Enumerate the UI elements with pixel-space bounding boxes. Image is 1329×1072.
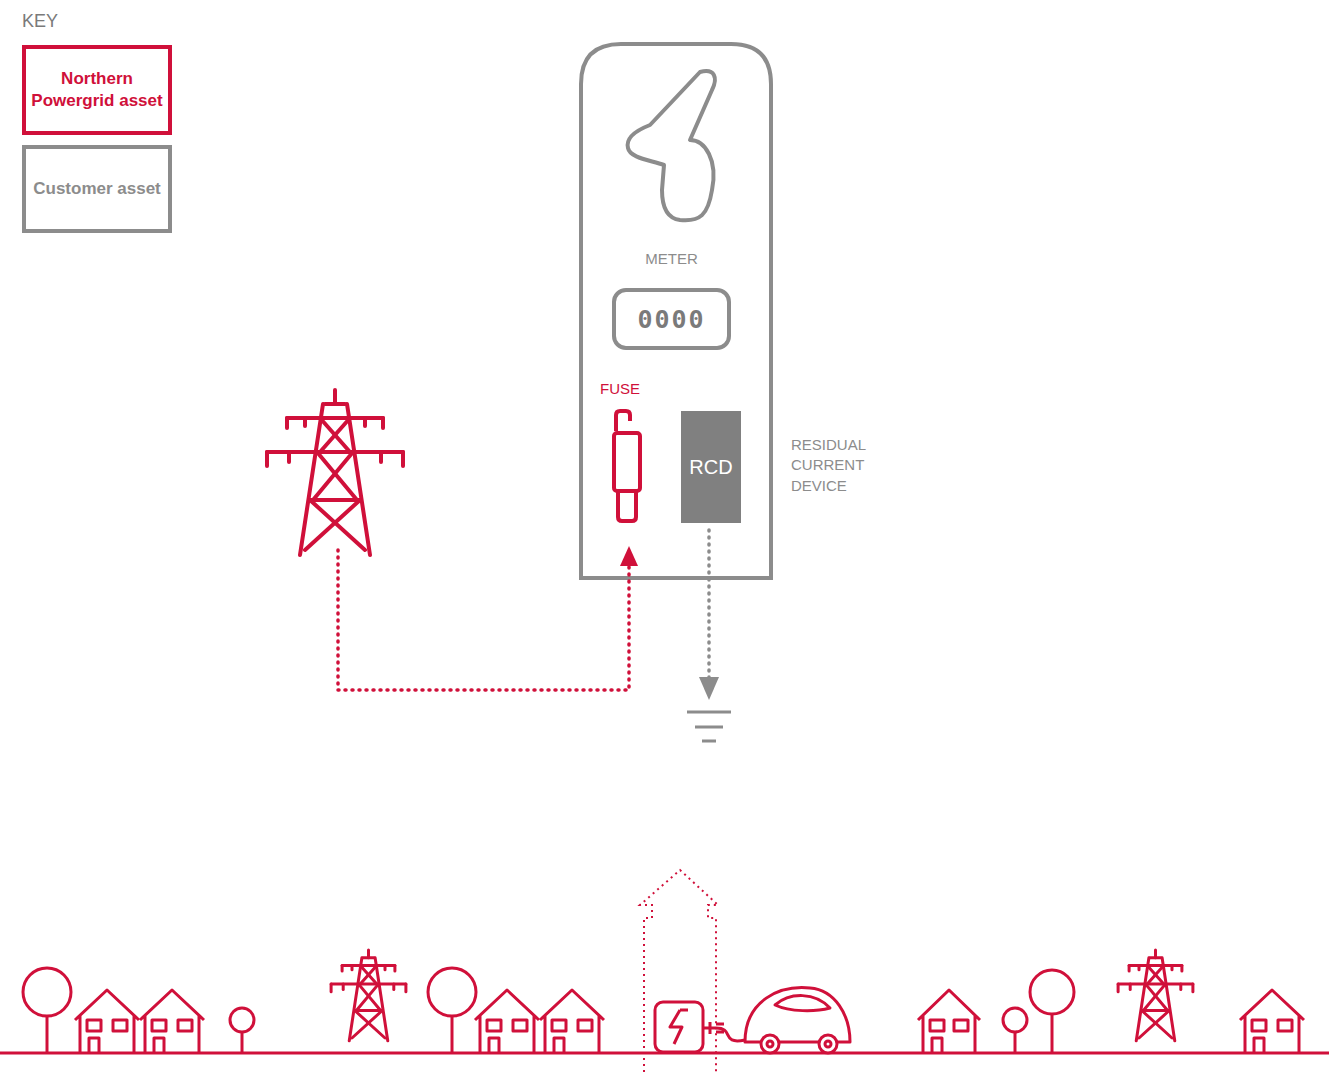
meter-reading: 0000 [637,305,705,334]
lightning-icon [628,71,715,220]
legend-text: Northern Powergrid asset [30,68,164,112]
arrowhead [620,546,638,566]
rcd-node: RCDRESIDUAL CURRENT DEVICE [681,411,741,523]
legend-swatch: Customer asset [22,145,172,233]
pylon-icon [1118,950,1193,1041]
upward-arrow [640,870,718,1072]
legend-swatch: Northern Powergrid asset [22,45,172,135]
pylon-icon [331,950,406,1041]
meter-node: METER 0000 [612,250,731,350]
house-icon [475,990,539,1052]
rcd-description: RESIDUAL CURRENT DEVICE [791,435,887,496]
ev-charger [655,1002,745,1052]
rcd-label: RCD [689,456,732,479]
earth-symbol [687,712,731,741]
fuse-node: FUSE [600,380,652,533]
supply-line [338,550,629,690]
house-icon [75,990,139,1052]
house-icon [140,990,204,1052]
house-icon [1240,990,1304,1052]
earth-line [707,530,711,678]
fuse-label: FUSE [600,380,652,397]
tree-icon [23,968,71,1052]
rcd-box: RCD [681,411,741,523]
house-icon [918,990,980,1052]
tree-icon [428,968,476,1052]
pylon-icon [267,390,403,555]
key-heading: KEY [22,11,58,32]
meter-display: 0000 [612,288,731,350]
tree-icon [1003,1008,1027,1052]
fuse-symbol [600,409,652,529]
legend-text: Customer asset [33,178,161,200]
arrowhead [699,677,719,700]
meter-cabinet [581,44,771,578]
tree-icon [1030,970,1074,1052]
electric-car [745,988,850,1053]
meter-heading: METER [612,250,731,267]
tree-icon [230,1008,254,1052]
house-icon [540,990,604,1052]
